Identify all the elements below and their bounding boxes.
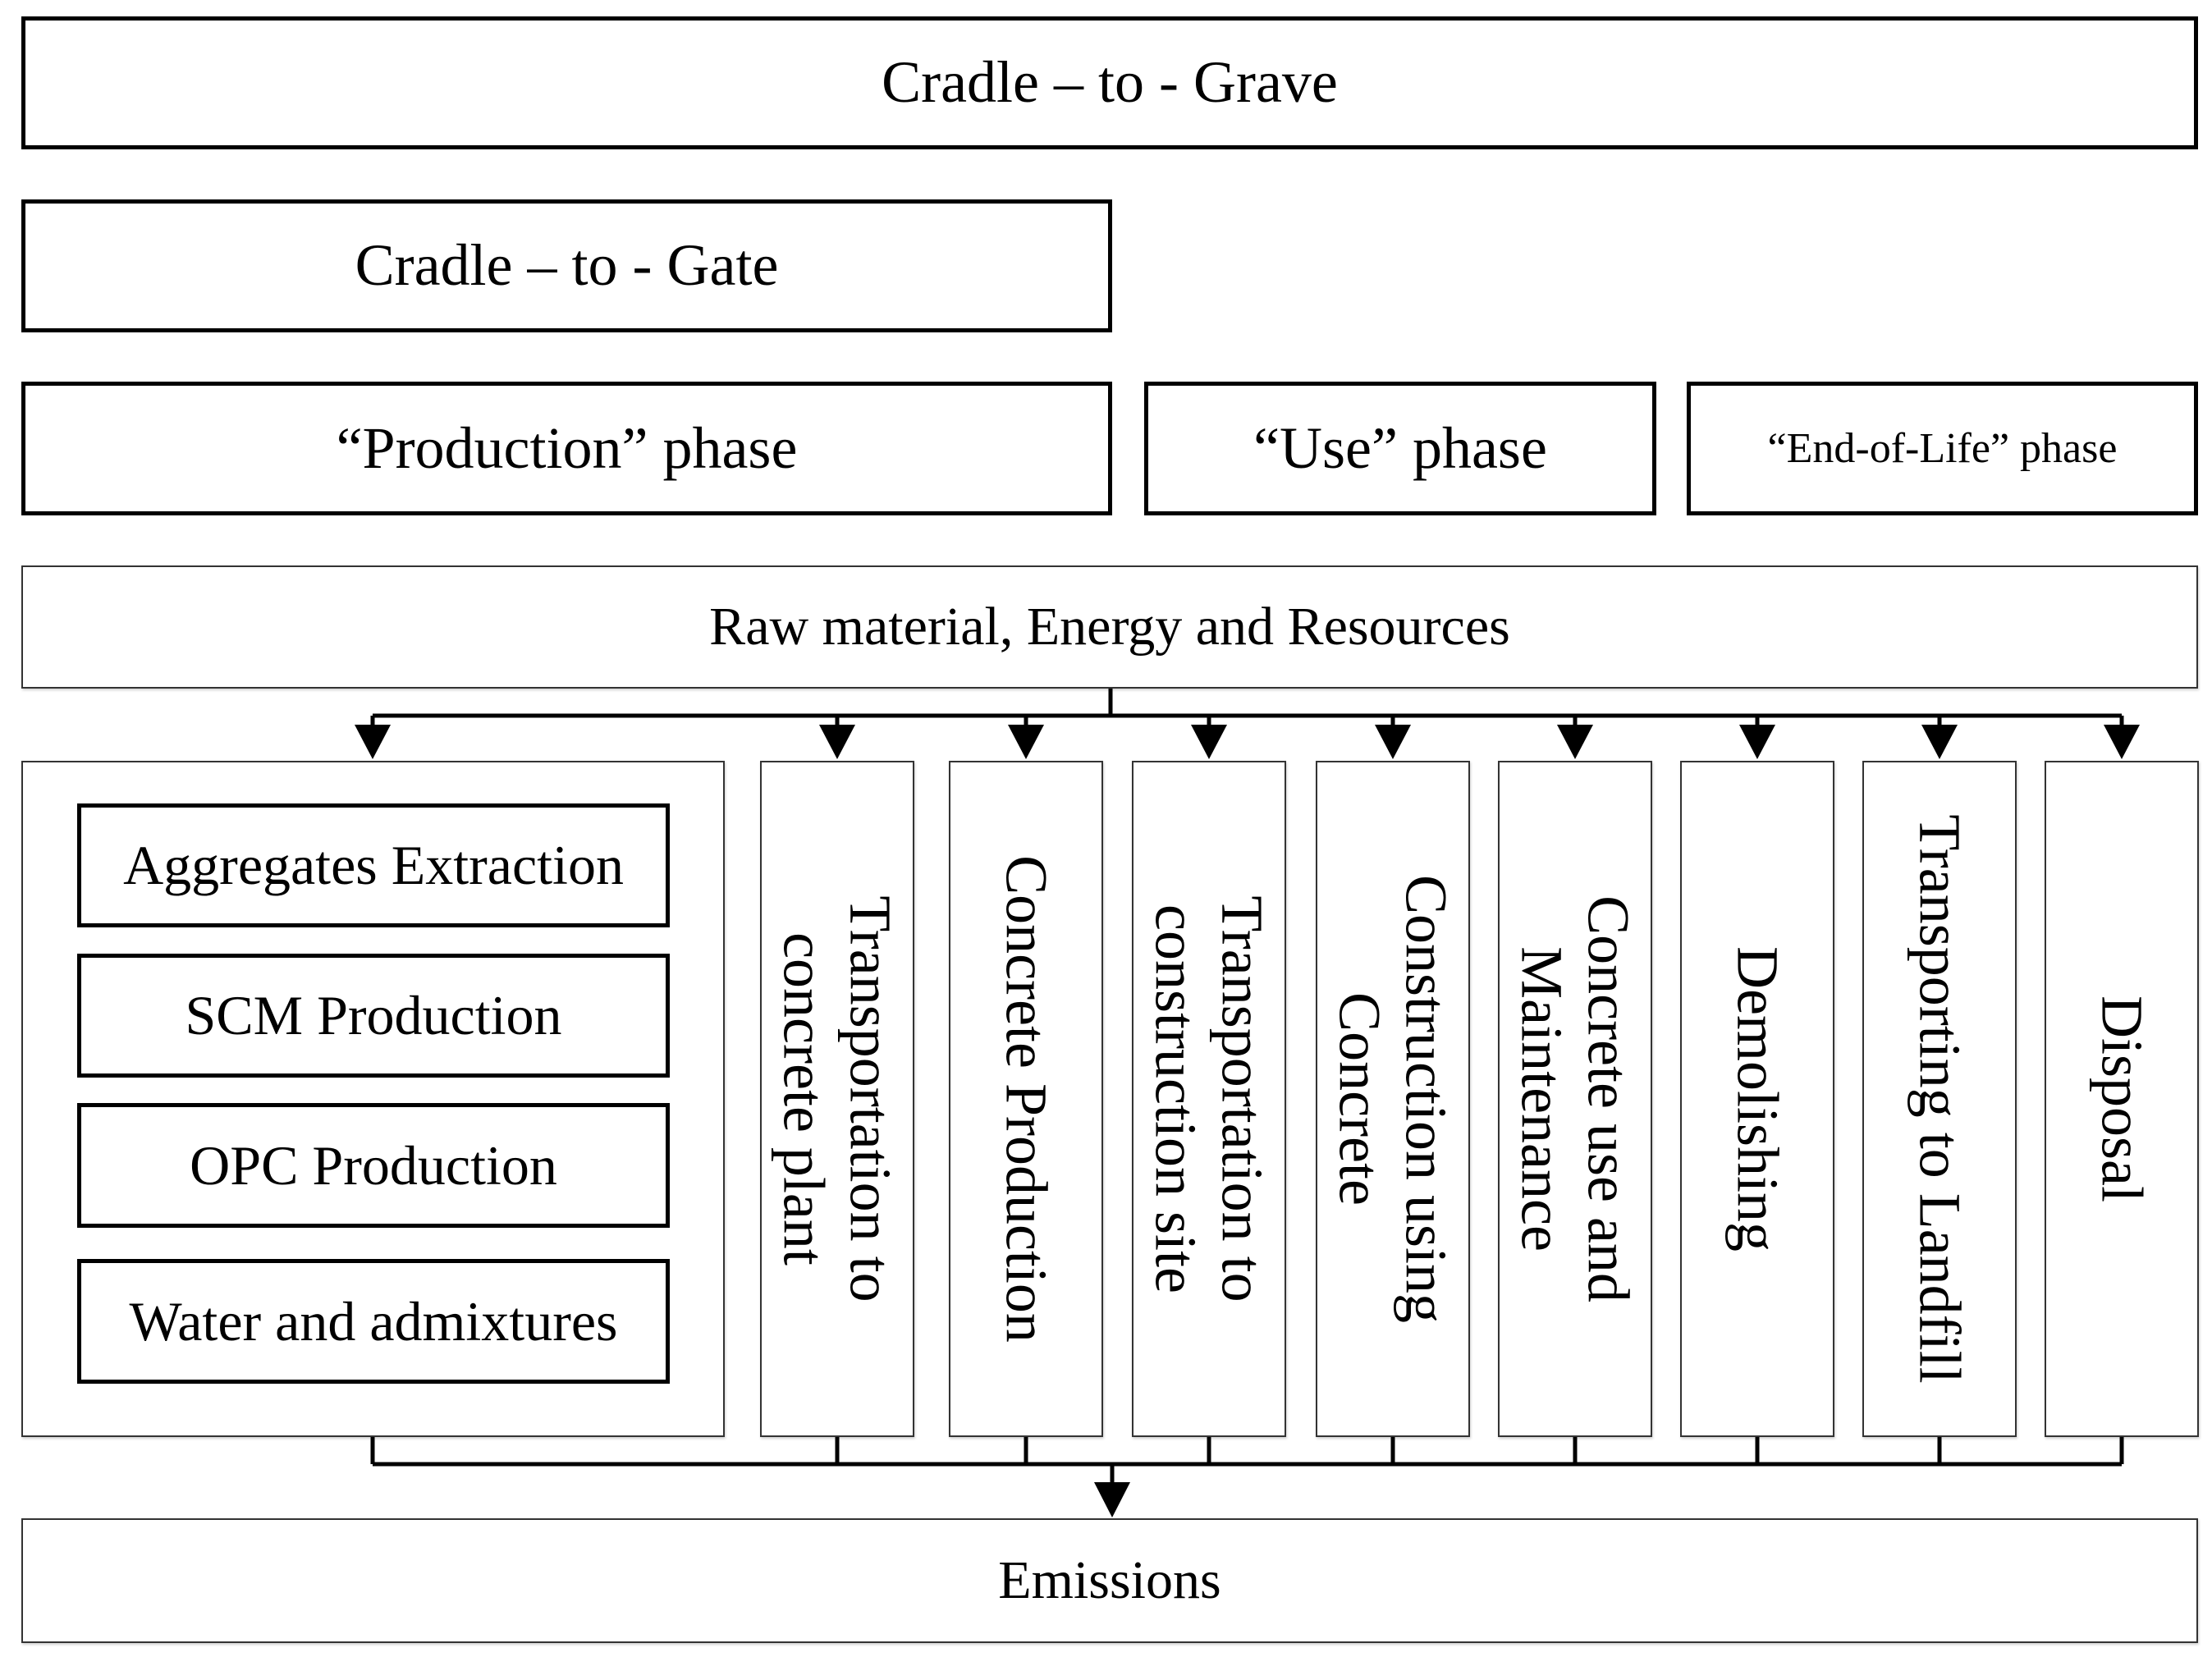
end-of-life-phase-label: “End-of-Life” phase xyxy=(1767,425,2118,472)
production-item: OPC Production xyxy=(77,1103,670,1228)
stage-label: Concrete xyxy=(1327,992,1393,1206)
end-of-life-phase-box: “End-of-Life” phase xyxy=(1687,382,2198,515)
inputs-label: Raw material, Energy and Resources xyxy=(709,596,1510,657)
production-phase-label: “Production” phase xyxy=(336,414,798,481)
use-phase-box: “Use” phase xyxy=(1144,382,1656,515)
stage-label: construction site xyxy=(1143,904,1209,1293)
stage-label: Disposal xyxy=(2089,996,2155,1202)
production-item-label: OPC Production xyxy=(190,1133,557,1197)
production-phase-box: “Production” phase xyxy=(21,382,1112,515)
stage-concrete-production: Concrete Production xyxy=(949,761,1103,1437)
production-item-label: Water and admixtures xyxy=(129,1289,618,1353)
stage-demolishing: Demolishing xyxy=(1680,761,1834,1437)
production-item-label: Aggregates Extraction xyxy=(123,834,624,896)
cradle-to-grave-box: Cradle – to - Grave xyxy=(21,16,2198,149)
stage-label: Transportation to xyxy=(837,895,904,1302)
stage-label: Maintenance xyxy=(1509,946,1575,1252)
cradle-to-grave-label: Cradle – to - Grave xyxy=(882,49,1338,116)
inputs-box: Raw material, Energy and Resources xyxy=(21,565,2198,689)
emissions-box: Emissions xyxy=(21,1518,2198,1643)
cradle-to-gate-label: Cradle – to - Gate xyxy=(355,232,779,299)
production-item: Aggregates Extraction xyxy=(77,803,670,927)
production-item: Water and admixtures xyxy=(77,1259,670,1384)
stage-label: Transportation to xyxy=(1209,895,1275,1302)
stage-label: Transporting to Landfill xyxy=(1907,814,1973,1384)
emissions-label: Emissions xyxy=(998,1549,1221,1610)
production-item-label: SCM Production xyxy=(185,984,562,1046)
stage-transporting-to-landfill: Transporting to Landfill xyxy=(1862,761,2017,1437)
stage-label: Construction using xyxy=(1393,874,1459,1324)
cradle-to-gate-box: Cradle – to - Gate xyxy=(21,199,1112,332)
stage-label: concrete plant xyxy=(772,932,837,1266)
stage-disposal: Disposal xyxy=(2045,761,2199,1437)
stage-label: Concrete Production xyxy=(993,855,1060,1343)
stage-label: Demolishing xyxy=(1724,946,1791,1252)
production-item: SCM Production xyxy=(77,954,670,1078)
use-phase-label: “Use” phase xyxy=(1253,414,1547,481)
stage-label: Concrete use and xyxy=(1575,895,1642,1302)
